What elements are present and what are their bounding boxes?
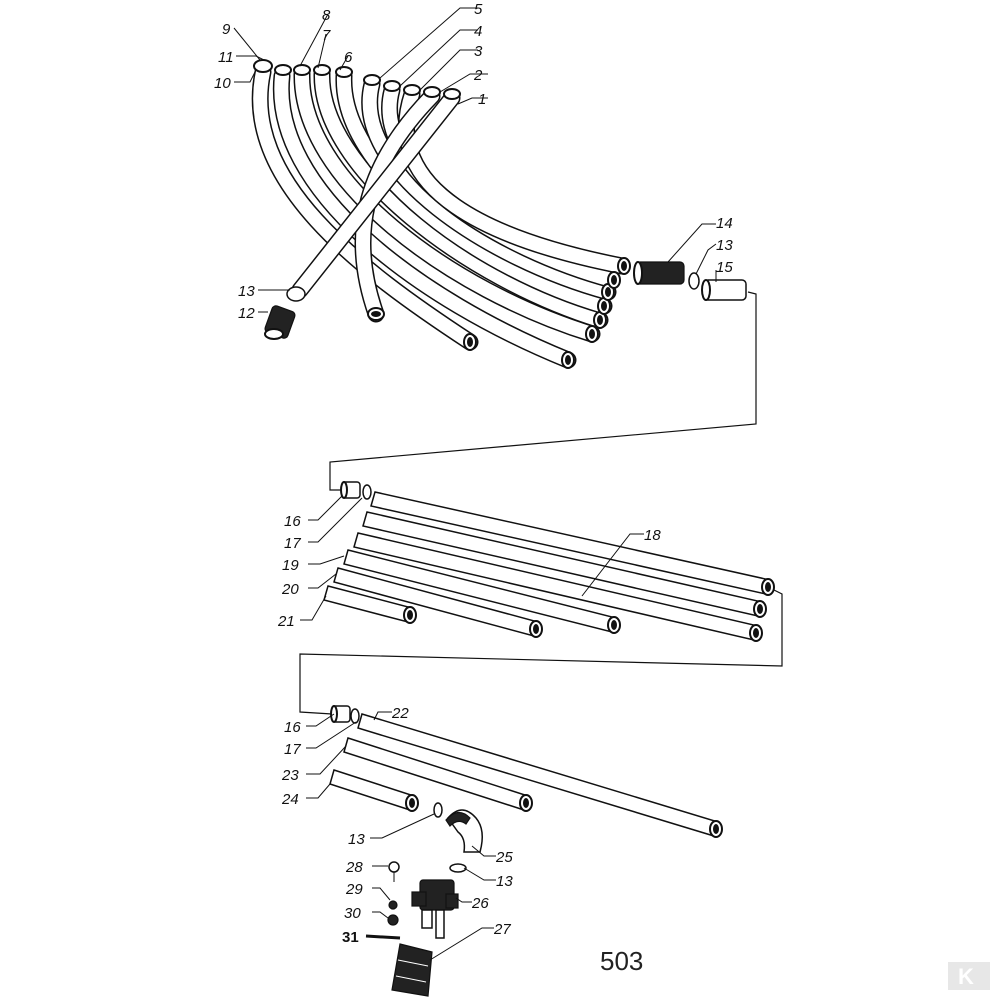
- callout-labels-middle: 16 17 18 19 20 21: [277, 513, 661, 630]
- callout-4: 4: [474, 23, 482, 40]
- callout-13-top-right: 13: [716, 237, 733, 254]
- valve-assembly: [387, 802, 483, 997]
- hose-ends: [253, 59, 631, 369]
- callout-28: 28: [345, 859, 363, 876]
- callout-labels-top: 1 2 3 4 5 6 7 8 9 10 11 12 13 13 14 15: [214, 1, 733, 322]
- callout-labels-bottom: 16 17 22 23 24 13 25 13 26 27 28 29 30 3…: [281, 705, 513, 946]
- callout-5: 5: [474, 1, 483, 18]
- callout-13-bottom-right: 13: [496, 873, 513, 890]
- callout-12: 12: [238, 305, 255, 322]
- callout-27: 27: [493, 921, 511, 938]
- callout-13-top-left: 13: [238, 283, 255, 300]
- callout-14: 14: [716, 215, 733, 232]
- callout-31: 31: [342, 929, 359, 946]
- callout-15: 15: [716, 259, 733, 276]
- brand-logo-mark: K: [958, 964, 974, 989]
- callout-21: 21: [277, 613, 295, 630]
- callout-25: 25: [495, 849, 513, 866]
- callout-16-bottom: 16: [284, 719, 301, 736]
- callout-18: 18: [644, 527, 661, 544]
- callout-26: 26: [471, 895, 489, 912]
- callout-20: 20: [281, 581, 299, 598]
- page-number: 503: [600, 946, 643, 976]
- callout-17: 17: [284, 535, 301, 552]
- coupling-parts-top: [264, 261, 747, 340]
- straight-tubes-bottom: [329, 705, 723, 838]
- brand-logo: K: [948, 962, 990, 990]
- callout-2: 2: [473, 67, 483, 84]
- callout-30: 30: [344, 905, 361, 922]
- callout-23: 23: [281, 767, 299, 784]
- callout-29: 29: [345, 881, 363, 898]
- callout-11: 11: [218, 49, 234, 66]
- callout-17-bottom: 17: [284, 741, 301, 758]
- callout-7: 7: [322, 27, 331, 44]
- callout-3: 3: [474, 43, 483, 60]
- callout-6: 6: [344, 49, 353, 66]
- callout-10: 10: [214, 75, 231, 92]
- hose-bundle: [251, 63, 631, 369]
- callout-9: 9: [222, 21, 231, 38]
- callout-13-bottom-left: 13: [348, 831, 365, 848]
- callout-16: 16: [284, 513, 301, 530]
- callout-22: 22: [391, 705, 409, 722]
- straight-tubes-middle: [323, 481, 775, 642]
- group-connector-line-2: [299, 589, 783, 715]
- callout-19: 19: [282, 557, 299, 574]
- callout-1: 1: [478, 91, 486, 108]
- callout-8: 8: [322, 7, 331, 24]
- leader-lines: [233, 7, 717, 961]
- callout-24: 24: [281, 791, 299, 808]
- group-connector-line: [329, 291, 757, 491]
